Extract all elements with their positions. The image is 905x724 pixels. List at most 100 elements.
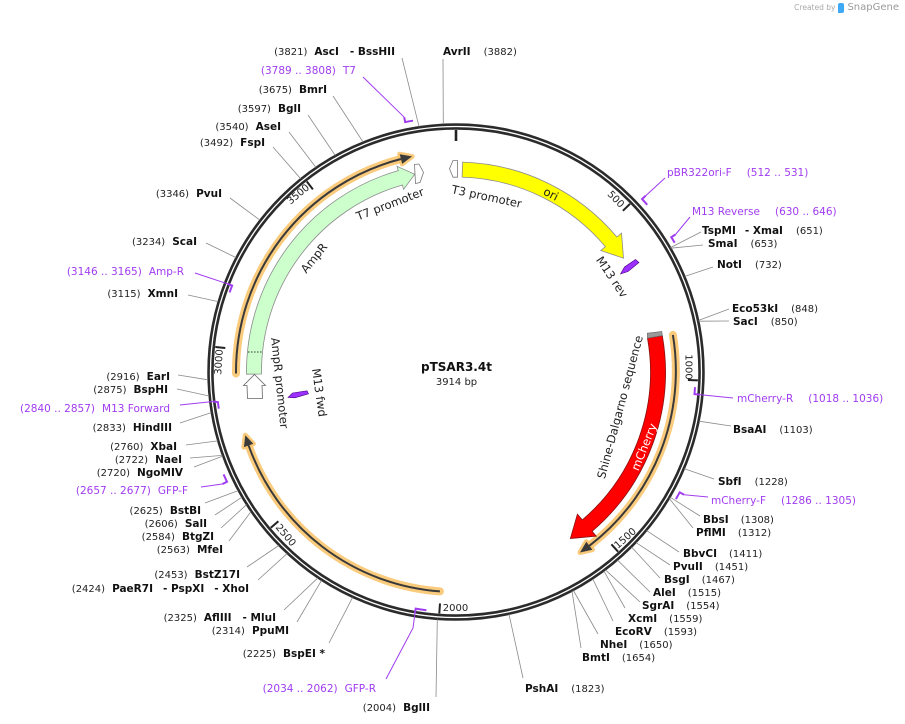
enzyme-position: (2875) [93,385,126,396]
leader-line-bmti [571,591,582,649]
enzyme-position: (2563) [157,545,190,556]
primer-line-mcherry-f [684,494,709,498]
leader-line-ngomiv [193,455,223,468]
enzyme-name-2: - XmaI [745,225,783,237]
m13-fwd-arrow [287,390,309,399]
leader-line-xbai [185,440,218,446]
enzyme-name: XcmI [628,613,657,625]
ampr-promoter-label: AmpR promoter [268,337,292,430]
primer-range: (2840 .. 2857) [20,403,95,415]
enzyme-label-pshai: PshAI(1823) [525,683,605,695]
enzyme-position: (3540) [215,122,248,133]
features [242,160,666,539]
enzyme-label-xbai: (2760)XbaI [110,441,177,453]
enzyme-label-bbsi: BbsI(1308) [703,514,774,526]
enzyme-position: (3234) [132,237,165,248]
primer-label-pbr322ori-f: pBR322ori-F(512 .. 531) [667,167,808,179]
primer-range: (630 .. 646) [775,206,837,218]
enzyme-label-bglii: (2004)BglII [363,702,430,714]
enzyme-label-sbfi: SbfI(1228) [718,476,788,488]
primer-name: M13 Forward [102,403,170,415]
enzyme-label-bbvci: BbvCI(1411) [683,548,762,560]
enzyme-name: PvuI [196,188,222,200]
enzyme-name-2: - PspXI [163,583,204,595]
leader-line-eari [177,374,209,381]
primer-line-t7 [362,76,405,118]
enzyme-name: SgrAI [642,600,674,612]
leader-line-btgzi [220,504,247,529]
enzyme-label-sgrai: SgrAI(1554) [642,600,720,612]
leader-line-eco53ki [698,308,730,321]
primer-bracket-pbr322ori-f [640,194,648,206]
enzyme-label-tspmi: TspMI- XmaI(651) [702,225,823,237]
primer-bracket-mcherry-f [675,490,685,500]
tick-2000 [438,603,441,614]
enzyme-name: AleI [653,587,676,599]
enzyme-label-fspi: (3492)FspI [200,137,265,149]
enzyme-label-ppumi: (2314)PpuMI [212,625,289,637]
enzyme-label-bsgi: BsgI(1467) [664,574,735,586]
enzyme-position: (3346) [156,189,189,200]
leader-line-pflmi [668,498,694,529]
leader-line-alei [617,559,651,593]
enzyme-name: SbfI [718,476,742,488]
enzyme-name: PpuMI [252,625,289,637]
orf-bottom [247,445,440,593]
m13-rev-label: M13 rev [593,254,631,301]
leader-line-smai [670,244,704,249]
leader-line-sbfi [684,468,715,480]
leader-line-bsgi [631,546,661,579]
enzyme-position: (2453) [154,570,187,581]
enzyme-label-mfei: (2563)MfeI [157,544,223,556]
snapgene-brand-text: SnapGene [847,2,899,13]
leader-line-noti [684,266,714,277]
enzyme-label-pvui: (3346) PvuI [156,188,222,200]
enzyme-position: (2584) [142,532,175,543]
enzyme-position: (2424) [72,584,105,595]
ori-label: ori [541,184,561,203]
enzyme-position: (2833) [93,423,126,434]
enzyme-name: AflIII [204,612,232,624]
primer-bracket-m13-reverse [669,233,677,244]
enzyme-name: EcoRV [615,626,653,638]
enzyme-name: SalI [185,518,207,530]
leader-line-bmri [332,95,364,143]
primer-name: T7 [342,65,356,77]
enzyme-name: BspHI [134,384,168,396]
enzyme-position: (732) [755,260,782,271]
enzyme-name: PaeR7I [112,583,153,595]
primer-label-amp-r: (3146 .. 3165)Amp-R [67,266,184,278]
leader-line-bsphi [176,388,210,397]
enzyme-position: (3492) [200,138,233,149]
enzyme-name: AseI [256,121,281,133]
enzyme-leader-lines [176,57,732,698]
enzyme-name: BsaAI [733,424,766,436]
enzyme-name: PvuII [673,561,703,573]
enzyme-name: AvrII [443,46,471,58]
enzyme-position: (1467) [702,575,735,586]
enzyme-position: (2225) [243,649,276,660]
enzyme-label-bstbi: (2625)BstBI [130,505,201,517]
mcherry-feature-arrow [569,335,666,539]
enzyme-name: ScaI [172,236,197,248]
primer-line-gfp-r [385,612,416,680]
enzyme-name: BbsI [703,514,729,526]
enzyme-name: BstBI [170,505,201,517]
tick-label-1000: 1000 [683,354,694,379]
enzyme-position: (1451) [715,562,748,573]
enzyme-position: (2004) [363,703,396,714]
primer-label-mcherry-f: mCherry-F(1286 .. 1305) [711,495,856,507]
enzyme-labels-right: AvrII(3882) PshAI(1823) BmtI(1654) NheI(… [443,46,823,695]
enzyme-position: (651) [796,226,823,237]
primer-bracket-m13-forward [212,400,220,409]
enzyme-name: BbvCI [683,548,717,560]
enzyme-label-bspei: (2225)BspEI * [243,648,326,660]
primer-label-m13-reverse: M13 Reverse(630 .. 646) [692,206,837,218]
enzyme-label-xcmi: XcmI(1559) [628,613,703,625]
primer-line-amp-r [194,272,228,285]
primer-range: (2034 .. 2062) [263,683,338,695]
primer-name: mCherry-F [711,495,766,507]
enzyme-name: BmrI [299,84,327,96]
leader-line-asei [288,131,317,168]
